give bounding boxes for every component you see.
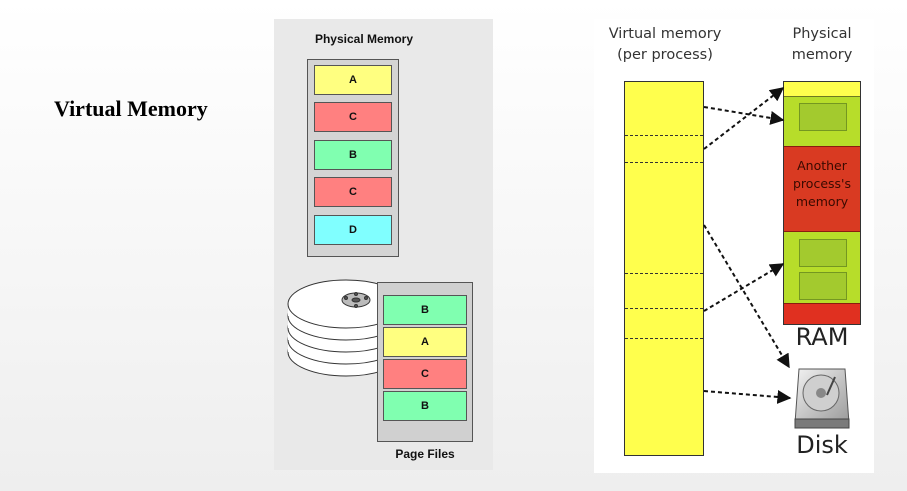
memory-slot: D	[314, 215, 392, 245]
mapping-arrows	[703, 87, 792, 404]
virtual-page-divider	[625, 162, 703, 163]
disk-label: Disk	[796, 431, 848, 459]
memory-slot: A	[314, 65, 392, 95]
virtual-page-divider	[625, 273, 703, 274]
other-process-label: Another process's memory	[784, 157, 860, 211]
ram-label: RAM	[795, 323, 849, 351]
other-process-line2: process's	[793, 176, 851, 191]
memory-slot: C	[314, 102, 392, 132]
page-file-slot: C	[383, 359, 467, 389]
virtual-page-divider	[625, 135, 703, 136]
virtual-memory-title-line1: Virtual memory	[608, 26, 722, 42]
ram-mapped-page	[784, 82, 860, 97]
virtual-memory-title: Virtual memory (per process)	[594, 24, 736, 66]
ram-chip	[799, 272, 847, 300]
page-file-slot: B	[383, 391, 467, 421]
physical-memory-title-right: Physical memory	[774, 24, 870, 66]
hard-disk-platters-icon	[287, 279, 405, 377]
physical-memory-title-line1: Physical	[792, 26, 852, 42]
mapping-arrow	[703, 390, 792, 404]
virtual-to-physical-mapping-figure: Virtual memory (per process) Physical me…	[594, 19, 874, 473]
mapping-arrow	[703, 224, 790, 369]
page-files-rack: B A C B	[377, 282, 473, 442]
mapping-arrow	[703, 106, 785, 125]
other-process-memory-block	[784, 146, 860, 232]
page-file-slot: B	[383, 295, 467, 325]
mapping-arrow	[703, 87, 785, 150]
virtual-page-divider	[625, 308, 703, 309]
ram-reserved-block	[784, 303, 860, 324]
ram-chip	[799, 239, 847, 267]
virtual-memory-title-line2: (per process)	[617, 47, 713, 63]
physical-memory-rack: A C B C D	[307, 59, 399, 257]
page-files-title: Page Files	[395, 447, 455, 461]
virtual-memory-bar	[624, 81, 704, 456]
page-file-slot: A	[383, 327, 467, 357]
ram-chip	[799, 103, 847, 131]
memory-slot: B	[314, 140, 392, 170]
other-process-line3: memory	[795, 194, 849, 209]
physical-memory-title-line2: memory	[791, 47, 853, 63]
physical-memory-page-files-figure: Physical Memory A C B C D B A C	[274, 19, 493, 470]
memory-slot: C	[314, 177, 392, 207]
other-process-line1: Another	[797, 158, 847, 173]
physical-memory-title: Physical Memory	[314, 32, 414, 46]
mapping-arrow	[703, 263, 785, 312]
virtual-page-divider	[625, 338, 703, 339]
ram-bar: Another process's memory	[783, 81, 861, 325]
hard-disk-icon	[794, 368, 850, 429]
slide-title: Virtual Memory	[54, 96, 208, 121]
